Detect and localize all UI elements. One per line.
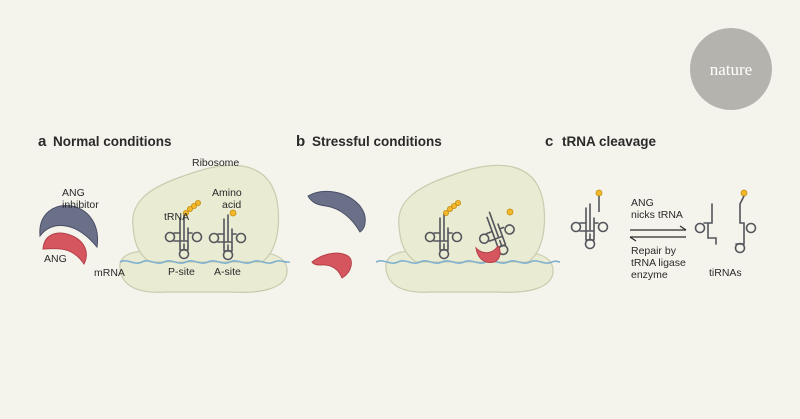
panel-b-heading: Stressful conditions: [312, 134, 442, 149]
ribosome-large-subunit: [132, 164, 280, 263]
panel-c: ANG nicks tRNA Repair by tRNA ligase enz…: [570, 189, 757, 281]
panel-c-letter: c: [545, 133, 553, 150]
repair-label-1: Repair by: [631, 245, 677, 257]
logo-circle: [690, 28, 772, 110]
ang-inhibitor-free-shape: [307, 190, 366, 233]
panel-a-letter: a: [38, 133, 47, 150]
amino-acid-label-1: Amino: [212, 187, 242, 199]
panel-c-heading: tRNA cleavage: [562, 134, 657, 149]
intact-trna-icon: [570, 203, 609, 250]
mrna-strand-b: [375, 260, 561, 264]
logo-text: nature: [710, 60, 752, 79]
ang-free-shape: [311, 252, 352, 279]
panel-a-title: a Normal conditions: [38, 133, 172, 150]
amino-acid-label-2: acid: [222, 199, 241, 211]
repair-label-3: enzyme: [631, 269, 668, 281]
nature-logo: nature: [690, 28, 772, 110]
amino-acid-c-icon: [595, 189, 603, 197]
ang-label: ANG: [44, 253, 67, 265]
ang-inhibitor-label-1: ANG: [62, 187, 85, 199]
tirnas-label: tiRNAs: [709, 267, 742, 279]
amino-acid-tirna-icon: [740, 189, 748, 197]
ribosome-label: Ribosome: [192, 157, 239, 169]
repair-label-2: tRNA ligase: [631, 257, 686, 269]
panel-b-letter: b: [296, 133, 305, 150]
mrna-strand: [119, 260, 291, 264]
ang-inhibitor-shape: [39, 205, 99, 249]
nicks-label-2: nicks tRNA: [631, 209, 683, 221]
p-site-label: P-site: [168, 266, 195, 278]
equilibrium-arrows: [629, 225, 687, 242]
ang-inhibitor-label-2: inhibitor: [62, 199, 99, 211]
forward-arrowhead-icon: [679, 225, 687, 231]
tirna-acceptor-line: [739, 195, 745, 205]
peptide-chain-icon: [182, 199, 201, 216]
reverse-arrowhead-icon: [629, 236, 637, 242]
amino-acid-icon: [229, 209, 237, 217]
ang-shape: [42, 232, 87, 265]
tirna-left-half-icon: [694, 203, 717, 245]
ang-bound-shape: [475, 245, 501, 263]
ribosome-large-subunit-b: [398, 164, 546, 263]
panel-b-title: b Stressful conditions: [296, 133, 442, 150]
panel-a: ANG inhibitor ANG Ribosome mRNA tRNA Ami…: [39, 157, 291, 293]
trna-label: tRNA: [164, 211, 189, 223]
nicks-label-1: ANG: [631, 197, 654, 209]
a-site-label: A-site: [214, 266, 241, 278]
panel-a-heading: Normal conditions: [53, 134, 172, 149]
tirna-right-half-icon: [734, 203, 757, 254]
amino-acid-b-icon: [506, 208, 514, 216]
peptide-chain-b-icon: [442, 199, 461, 216]
mrna-label: mRNA: [94, 267, 125, 279]
panel-c-title: c tRNA cleavage: [545, 133, 657, 150]
panel-b: [307, 164, 561, 293]
